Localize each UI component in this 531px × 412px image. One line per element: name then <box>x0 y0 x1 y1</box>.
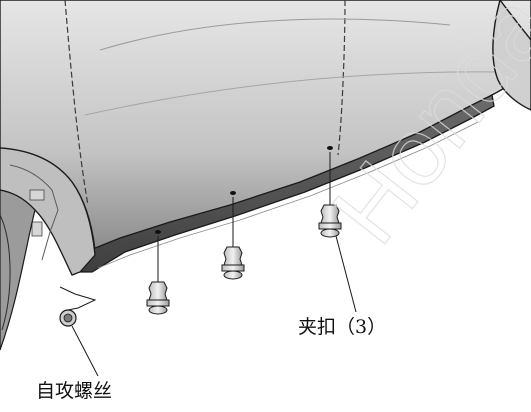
mounting-hole <box>155 230 161 234</box>
side-sill-garnish <box>77 94 495 273</box>
self-tapping-screw <box>59 309 77 327</box>
guide-lines <box>59 152 331 311</box>
clip <box>146 281 170 315</box>
leader-lines <box>71 235 357 377</box>
clip <box>318 204 342 238</box>
mounting-holes <box>155 146 333 234</box>
front-wheel-arch <box>0 147 96 351</box>
clip <box>221 246 245 280</box>
mounting-hole <box>327 146 333 150</box>
self-tapping-screw-label: 自攻螺丝 <box>36 380 113 402</box>
clip-label: 夹扣（3） <box>298 316 387 338</box>
mounting-hole <box>230 191 236 195</box>
